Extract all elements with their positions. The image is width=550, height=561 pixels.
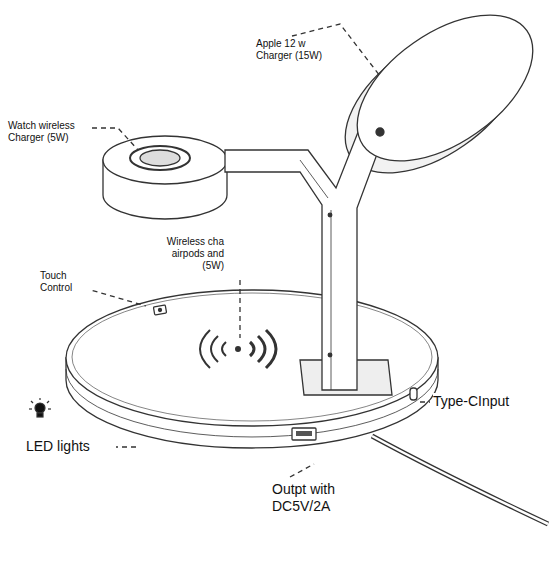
led-icon (29, 398, 51, 417)
usb-port-inner (296, 431, 312, 436)
ray (29, 408, 32, 409)
callout-label: Apple 12 w Charger (15W) (256, 38, 338, 62)
leader-line (84, 288, 146, 306)
watch-puck-ring (130, 146, 190, 170)
ray (47, 401, 49, 403)
base-top (66, 290, 438, 426)
wave (266, 330, 276, 368)
wireless-symbol (200, 330, 276, 368)
wave (222, 342, 226, 356)
type-c-port (410, 388, 417, 400)
arm-edge (300, 160, 328, 198)
usb-port (292, 428, 316, 440)
base-rim (72, 293, 432, 421)
bulb-base (37, 413, 43, 417)
cable-core (372, 436, 548, 524)
callout-label: LED lights (26, 438, 116, 455)
watch-charger-top (103, 136, 227, 184)
touch-icon (153, 305, 166, 315)
phone-pad-front (332, 0, 550, 190)
leader-line (92, 128, 138, 150)
cable (372, 436, 548, 524)
touch-icon-dot (159, 309, 162, 312)
callout-label: Touch Control (40, 270, 90, 294)
screw (328, 213, 332, 217)
ray (48, 408, 51, 409)
wave (258, 336, 265, 362)
ray (31, 401, 33, 403)
leader-line (290, 464, 314, 477)
stand-column (225, 122, 386, 390)
callout-label: Outpt with DC5V/2A (272, 481, 364, 515)
leader-line (420, 401, 430, 402)
bulb (35, 403, 45, 413)
wave (250, 342, 254, 356)
wave-center (236, 347, 240, 351)
ray (39, 398, 40, 400)
leader-lines (84, 24, 430, 477)
screw (328, 353, 332, 357)
watch-puck (140, 150, 180, 166)
callout-label: Type-CInput (433, 393, 543, 410)
pivot (376, 128, 384, 136)
column-edge (331, 210, 332, 390)
callout-label: Watch wireless Charger (5W) (8, 120, 90, 144)
callout-label: Wireless cha airpods and (5W) (150, 236, 224, 272)
wave (200, 330, 210, 368)
leader-line (239, 280, 240, 338)
wave (211, 336, 218, 362)
